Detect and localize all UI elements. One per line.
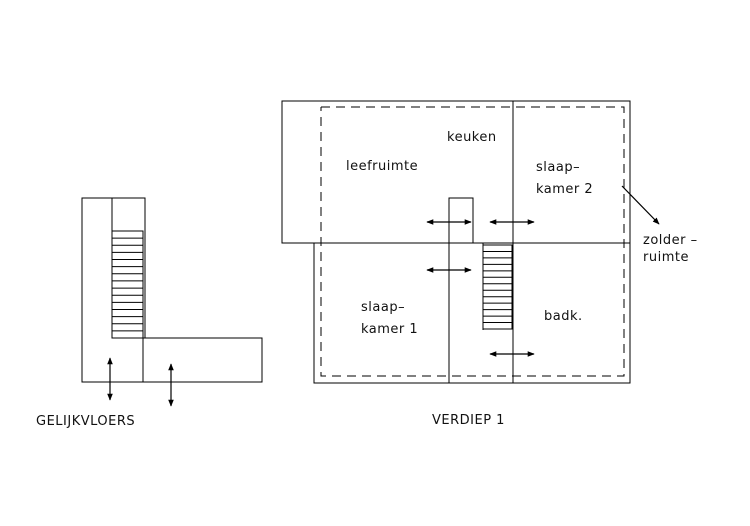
floor-1-lower-block — [313, 242, 631, 384]
stair-outline — [482, 244, 513, 330]
floor-1-plan: keuken leefruimte slaap– kamer 2 slaap– … — [281, 100, 698, 428]
stair-outline — [111, 230, 144, 339]
floor-1-attic-outline — [320, 106, 625, 377]
attic-label-line2: ruimte — [643, 250, 689, 265]
room-label-badk: badk. — [544, 309, 583, 324]
attic-label-line1: zolder – — [643, 233, 698, 248]
room-label-keuken: keuken — [447, 130, 497, 145]
ground-floor-plan: GELIJKVLOERS — [36, 197, 263, 429]
attic-leader-arrow-icon — [621, 185, 660, 225]
hallway-walls — [448, 197, 474, 383]
room-label-slaapkamer-2-line1: slaap– — [536, 160, 580, 175]
ground-floor-title: GELIJKVLOERS — [36, 414, 135, 429]
floor-1-stairs-icon — [482, 244, 513, 330]
room-label-leefruimte: leefruimte — [346, 159, 418, 174]
floor-1-title: VERDIEP 1 — [432, 413, 505, 428]
room-label-slaapkamer-2-line2: kamer 2 — [536, 182, 593, 197]
room-label-slaapkamer-1-line1: slaap– — [361, 300, 405, 315]
ground-floor-outline — [81, 197, 263, 383]
ground-floor-stairs-icon — [111, 230, 144, 339]
room-label-slaapkamer-1-line2: kamer 1 — [361, 322, 418, 337]
